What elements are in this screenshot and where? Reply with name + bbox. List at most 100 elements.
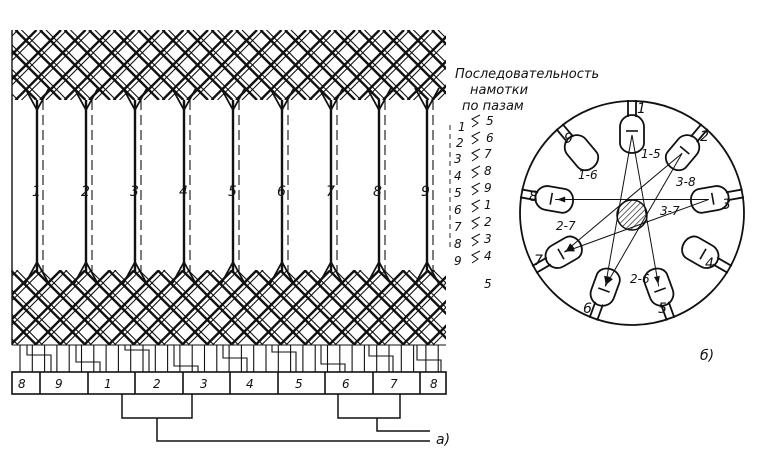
coil-label: 6 [277, 184, 286, 200]
stator-slot-labels: 1 2 3 4 5 6 7 8 9 [529, 101, 731, 317]
lattice-strand [432, 331, 446, 345]
slot-strip-label: 3 [200, 377, 208, 391]
coil-side-joint [232, 261, 246, 285]
coil-side-joint [378, 261, 392, 285]
wire-arrowhead [606, 276, 613, 285]
coil-label: 5 [228, 184, 237, 200]
stator-slot-label: 5 [658, 301, 667, 317]
lattice-strand [65, 270, 141, 345]
sequence-arrow [471, 131, 481, 145]
wire-pair-label: 3-8 [676, 175, 696, 189]
stator-slot-body [534, 185, 575, 214]
stator-slot-label: 1 [637, 101, 646, 117]
stator-slot-opening [531, 256, 552, 274]
lattice-strand [432, 270, 446, 284]
stator-slot-body [589, 267, 621, 307]
wire-pair-label: 3-7 [660, 204, 680, 218]
seq-from: 9 [454, 254, 462, 268]
stator-slot [689, 185, 745, 214]
coil-side-joint [414, 261, 428, 285]
lattice-strand [12, 270, 19, 277]
lead-comb [12, 344, 446, 372]
lattice-strand [426, 270, 446, 291]
lattice-strand [12, 30, 19, 37]
lead-wire-1 [156, 418, 430, 442]
coil-side-joint [366, 261, 380, 285]
lattice-strand [12, 93, 19, 100]
lattice-strand [315, 30, 386, 100]
coil-side-joint [366, 87, 380, 111]
wire-arrowhead [557, 196, 566, 203]
coil-side-joint [122, 87, 136, 111]
comb-step [173, 345, 199, 372]
wire-pair-label: 1-6 [578, 168, 598, 182]
stator-slot-opening [660, 301, 676, 321]
lattice-strand [482, 270, 557, 345]
coil-side-joint [318, 261, 332, 285]
lattice-strand [12, 68, 43, 100]
lattice-strand [482, 270, 557, 345]
lattice-strand [12, 30, 38, 57]
coil-side-joint [24, 261, 38, 285]
comb-step [26, 345, 52, 372]
sequence-arrow [471, 148, 481, 162]
seq-to: 5 [486, 114, 494, 128]
lattice-strand [285, 270, 362, 345]
lattice-strand [70, 30, 141, 100]
lattice-strand [408, 306, 446, 345]
stator-slot-body [643, 267, 675, 307]
seq-from: 5 [454, 186, 462, 200]
lattice-strand [94, 30, 166, 100]
comb-step [416, 345, 442, 372]
conductor-terminal [654, 287, 666, 293]
lead-bracket-right [337, 394, 401, 419]
lattice-strand [114, 270, 190, 345]
conductor-terminal [679, 145, 690, 155]
slot-strip-label: 5 [295, 377, 303, 391]
stator-slot-opening [588, 301, 604, 321]
lattice-strand [333, 30, 405, 100]
coil-side-joint [36, 261, 50, 285]
coil-side-joint [220, 87, 234, 111]
comb-step [368, 345, 394, 372]
stator-slot-opening [689, 123, 709, 143]
coil-side-joint [183, 261, 197, 285]
coil-side-joint [426, 261, 440, 285]
conductor-terminal [710, 192, 715, 205]
stator-outer-circle [519, 100, 745, 326]
slot-strip-label: 1 [104, 377, 112, 391]
stator-slot-label: 7 [534, 253, 543, 269]
coil-label: 3 [130, 184, 139, 200]
lattice-strand [310, 270, 386, 345]
lattice-strand [21, 30, 92, 100]
slot-strip-dividers [39, 372, 421, 394]
lattice-strand [236, 270, 313, 345]
lattice-strand [12, 98, 13, 100]
wire-pair-labels: 1-6 1-5 3-8 2-7 3-7 2-6 [556, 147, 696, 286]
lattice-strand [12, 313, 43, 345]
lattice-strand [431, 30, 446, 46]
lattice-strand [12, 338, 19, 345]
sequence-arrow [471, 182, 481, 196]
lattice-strands [12, 270, 557, 345]
seq-to: 6 [486, 131, 494, 145]
coil-side-joint [73, 87, 87, 111]
seq-from: 4 [454, 169, 462, 183]
slot-strip-label: 9 [55, 377, 63, 391]
coil-side-joint [171, 87, 185, 111]
lattice-strand [290, 30, 362, 100]
conductor-terminal [699, 248, 707, 260]
slot-strip-label: 8 [430, 377, 438, 391]
seq-to: 5 [484, 277, 492, 291]
sequence-arrow [471, 199, 481, 213]
stator-slot-opening [725, 188, 745, 202]
lattice-strand [241, 30, 313, 100]
lower-end-turn-lattice [11, 270, 557, 345]
lattice-strand [12, 73, 38, 100]
lattice-strand [12, 270, 43, 302]
coil-sides [11, 87, 440, 285]
lattice-strand [45, 30, 117, 100]
lattice-strand [12, 270, 13, 272]
stator-slot-opening [627, 100, 637, 117]
lattice-strand [413, 66, 446, 100]
